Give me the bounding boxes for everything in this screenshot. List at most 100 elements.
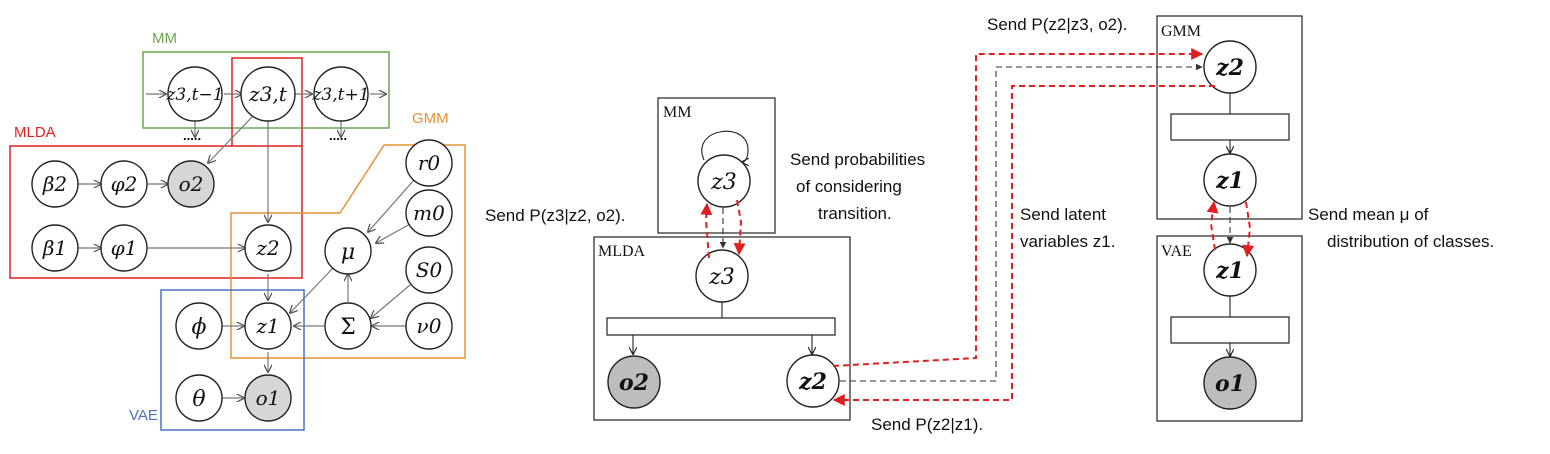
mm-box-label: MM xyxy=(663,104,691,121)
svg-text:β2: β2 xyxy=(42,172,67,196)
mlda-node-o2: o2 xyxy=(607,355,661,409)
vae-to-gmm-arrow xyxy=(1206,200,1219,251)
vae-plate-label: VAE xyxy=(129,407,158,424)
svg-text:z2: z2 xyxy=(255,236,279,260)
mm-self-loop xyxy=(701,130,748,162)
node-z2: z2 xyxy=(244,224,292,272)
node-beta1: β1 xyxy=(31,224,79,272)
svg-text:ϕ: ϕ xyxy=(192,315,207,340)
svg-text:z3: z3 xyxy=(708,265,735,290)
mlda-bar xyxy=(606,317,836,336)
gmm-to-vae-arrow xyxy=(1242,201,1255,258)
mlda-box xyxy=(593,236,851,421)
svg-text:o1: o1 xyxy=(1215,371,1245,397)
left-graphical-model: MM MLDA GMM VAE ..... ..... xyxy=(9,30,466,431)
node-phi2: φ2 xyxy=(100,160,148,208)
label-send-p-z3: Send P(z3|z2, o2). xyxy=(485,206,626,225)
svg-text:β1: β1 xyxy=(42,236,67,260)
label-send-probs-1: Send probabilities xyxy=(790,150,925,169)
svg-text:r0: r0 xyxy=(418,151,441,175)
mlda-z2-latent-to-gmm-arrow xyxy=(840,63,1203,382)
svg-text:o1: o1 xyxy=(256,386,281,410)
svg-text:z1: z1 xyxy=(1215,258,1244,284)
mm-plate xyxy=(142,51,390,129)
gmm-to-mlda-z2-arrow xyxy=(832,85,1215,406)
mm-box xyxy=(657,97,776,234)
svg-text:z3,t: z3,t xyxy=(248,82,288,106)
edge-z3t-o2 xyxy=(208,115,254,163)
svg-text:μ: μ xyxy=(341,240,355,265)
svg-text:θ: θ xyxy=(192,387,205,412)
mm-node-z3: z3 xyxy=(697,154,751,208)
node-z1: z1 xyxy=(244,302,292,350)
vae-box-label: VAE xyxy=(1161,243,1192,260)
right-module-diagram: MM z3 MLDA z3 o2 z2 GMM z2 xyxy=(485,15,1494,434)
mlda-box-label: MLDA xyxy=(598,243,646,260)
svg-text:φ2: φ2 xyxy=(111,172,138,196)
svg-text:o2: o2 xyxy=(619,370,649,396)
mm-plate-label: MM xyxy=(152,30,177,47)
mlda-node-z2: z2 xyxy=(786,354,840,408)
svg-text:z1: z1 xyxy=(1215,168,1244,194)
ellipsis-left: ..... xyxy=(183,128,201,143)
node-z3-prev: z3,t−1 xyxy=(165,66,224,122)
node-m0: m0 xyxy=(405,189,453,237)
label-send-probs-3: transition. xyxy=(818,204,892,223)
label-send-mean-2: distribution of classes. xyxy=(1327,232,1494,251)
label-send-mean-1: Send mean μ of xyxy=(1308,205,1429,224)
svg-text:z2: z2 xyxy=(1215,55,1244,81)
ellipsis-right: ..... xyxy=(329,128,347,143)
label-send-p-z2-top: Send P(z2|z3, o2). xyxy=(987,15,1128,34)
vae-bar xyxy=(1170,316,1290,344)
mlda-node-z3: z3 xyxy=(695,249,749,303)
label-send-latent-1: Send latent xyxy=(1020,205,1106,224)
svg-text:z3,t−1: z3,t−1 xyxy=(165,85,223,105)
node-nu0: ν0 xyxy=(405,302,453,350)
svg-text:z2: z2 xyxy=(798,369,827,395)
mlda-plate xyxy=(9,145,303,279)
node-s0: S0 xyxy=(405,246,453,294)
gmm-node-z2: z2 xyxy=(1203,40,1257,94)
node-o1: o1 xyxy=(244,374,292,422)
label-send-probs-2: of considering xyxy=(796,177,902,196)
vae-box xyxy=(1156,235,1303,422)
node-theta: θ xyxy=(175,374,223,422)
vae-node-o1: o1 xyxy=(1203,356,1257,410)
node-z3-t: z3,t xyxy=(240,66,296,122)
svg-text:S0: S0 xyxy=(416,258,443,282)
mm-to-mlda-arrow xyxy=(733,199,746,256)
svg-text:z1: z1 xyxy=(255,314,279,338)
svg-text:m0: m0 xyxy=(413,201,445,225)
mlda-plate-label: MLDA xyxy=(14,124,56,141)
label-send-p-z2-bottom: Send P(z2|z1). xyxy=(871,415,983,434)
mlda-to-mm-arrow xyxy=(700,202,713,259)
node-o2: o2 xyxy=(167,160,215,208)
gmm-plate xyxy=(230,144,466,359)
node-mu: μ xyxy=(324,227,372,275)
gmm-box-label: GMM xyxy=(1161,23,1201,40)
edge-m0-mu xyxy=(376,223,411,243)
node-phi1: φ1 xyxy=(100,224,148,272)
node-beta2: β2 xyxy=(31,160,79,208)
vae-plate xyxy=(160,289,305,431)
svg-text:o2: o2 xyxy=(179,172,204,196)
svg-text:z3,t+1: z3,t+1 xyxy=(311,85,369,105)
edge-s0-sigma xyxy=(371,284,411,318)
node-r0: r0 xyxy=(405,139,453,187)
node-z3-next: z3,t+1 xyxy=(311,66,370,122)
gmm-node-z1: z1 xyxy=(1203,153,1257,207)
svg-text:z3: z3 xyxy=(710,170,737,195)
node-phi: ϕ xyxy=(175,302,223,350)
svg-text:ν0: ν0 xyxy=(417,314,442,338)
gmm-plate-label: GMM xyxy=(412,110,449,127)
svg-text:φ1: φ1 xyxy=(111,236,138,260)
node-sigma: Σ xyxy=(324,302,372,350)
svg-text:Σ: Σ xyxy=(340,315,356,340)
mlda-z2-to-gmm-arrow xyxy=(832,48,1204,367)
gmm-bar xyxy=(1170,113,1290,141)
edge-r0-mu xyxy=(368,179,415,232)
mlda-plate-upper xyxy=(231,57,303,147)
label-send-latent-2: variables z1. xyxy=(1020,232,1115,251)
edge-mu-z1 xyxy=(290,267,334,313)
